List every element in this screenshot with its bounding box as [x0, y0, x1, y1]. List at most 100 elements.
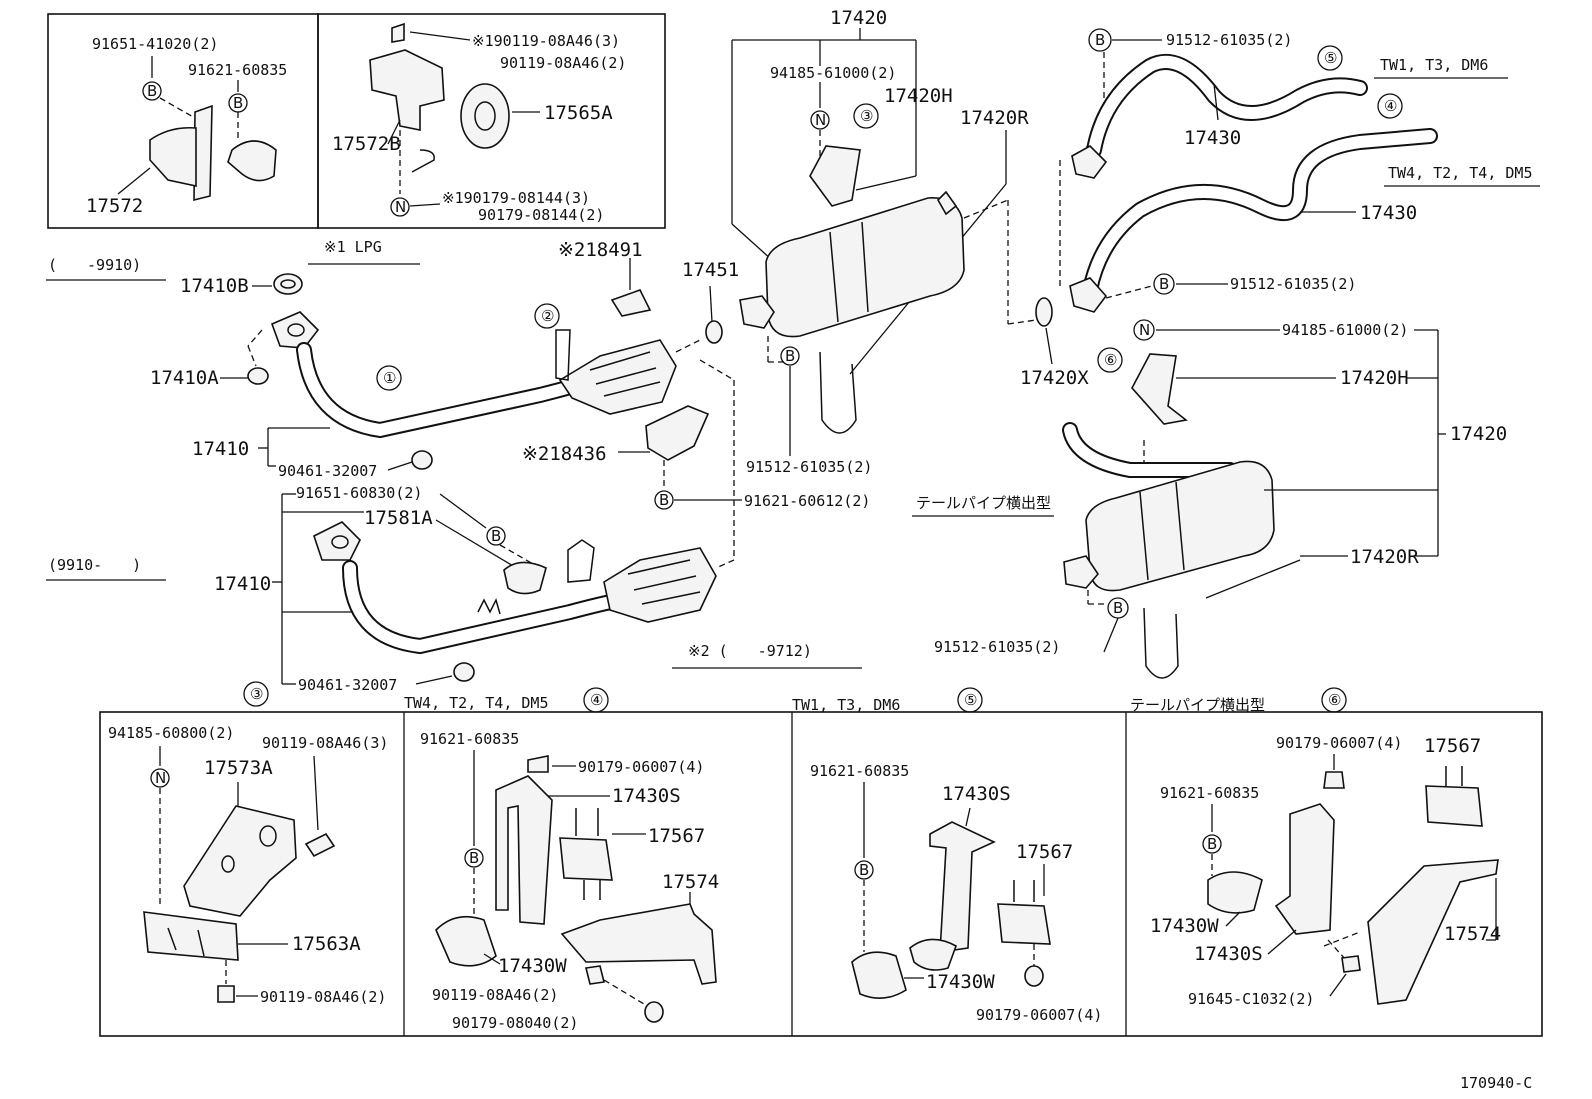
label-17430S-a: 17430S [612, 785, 681, 807]
bolt-symbol-letter: B [1095, 31, 1105, 49]
label-17420R-a: 17420R [960, 107, 1029, 129]
nut-symbol-letter: N [155, 769, 166, 787]
label-94185-60800: 94185-60800(2) [108, 724, 234, 742]
label-17567-a: 17567 [648, 825, 705, 847]
flange-icon [313, 521, 361, 561]
label-91651-41020: 91651-41020(2) [92, 35, 218, 53]
label-17420X: 17420X [1020, 367, 1089, 389]
variant-tw1-top: TW1, T3, DM6 [1380, 56, 1488, 74]
bracket-17573A [183, 805, 297, 917]
bolt-icon [304, 832, 336, 858]
label-17410-upper: 17410 [192, 438, 249, 460]
label-17420-right: 17420 [1450, 423, 1507, 445]
flange-icon [1069, 277, 1108, 313]
label-91645-C1032: 91645-C1032(2) [1188, 990, 1314, 1008]
label-91621-60835-a: 91621-60835 [188, 61, 287, 79]
label-17572B: 17572B [332, 133, 401, 155]
label-91651-60830: 91651-60830(2) [296, 484, 422, 502]
label-17430-b: 17430 [1360, 202, 1417, 224]
label-17572: 17572 [86, 195, 143, 217]
circle-6-b: ⑥ [1328, 691, 1341, 709]
bracket-17574-a [560, 903, 717, 985]
nut-icon [1323, 771, 1345, 789]
catalytic-converter-lower [603, 547, 717, 623]
nut-symbol-letter: N [1139, 321, 1150, 339]
bolt-symbol-letter: B [491, 527, 501, 545]
flange-icon [1063, 555, 1100, 589]
bolt-icon [585, 965, 605, 985]
label-17420-top: 17420 [830, 7, 887, 29]
note-lpg: ※1 LPG [324, 238, 382, 256]
label-90179-06007-c: 90179-06007(4) [1276, 734, 1402, 752]
bracket-17574-b [1367, 859, 1499, 1005]
mount-17567-c [1425, 785, 1483, 827]
note-star2: ※2 ( -9712) [688, 642, 812, 660]
circle-5-b: ⑤ [964, 691, 977, 709]
label-17430S-b: 17430S [942, 783, 1011, 805]
nut-icon [644, 1001, 664, 1023]
bolt-symbol-letter: B [785, 347, 795, 365]
mount-17567-a [559, 837, 613, 881]
label-90119-08A46-2-b: 90119-08A46(2) [260, 988, 386, 1006]
label-18491: ※218491 [558, 239, 643, 261]
flange-icon [739, 295, 775, 329]
circle-3-b: ③ [250, 685, 263, 703]
bracket-17572B [369, 49, 445, 131]
label-91512-61035-c: 91512-61035(2) [1230, 275, 1356, 293]
nut-symbol-letter: N [815, 111, 826, 129]
bolt-symbol-letter: B [659, 491, 669, 509]
label-17581A: 17581A [364, 507, 433, 529]
clamp-17581A [503, 561, 547, 595]
bottom-sections-box [99, 711, 1543, 1037]
bolt-symbol-letter: B [147, 82, 157, 100]
gasket-17410A [247, 367, 269, 385]
clamp-17430W-b [851, 951, 907, 999]
label-90119-08A46-3: 90119-08A46(3) [262, 734, 388, 752]
clamp-icon [227, 140, 277, 182]
bolt-icon [1341, 955, 1361, 973]
inset-box-right [317, 13, 666, 229]
label-17420R-b: 17420R [1350, 546, 1419, 568]
hanger-17420H [809, 145, 861, 207]
note-date-from-9910: (9910- ) [48, 556, 141, 574]
bracket-18491 [610, 289, 652, 317]
label-91512-61035-a: 91512-61035(2) [746, 458, 872, 476]
label-91512-61035-b: 91512-61035(2) [1166, 31, 1292, 49]
label-90119-08A46-3-star: ※190119-08A46(3) [472, 32, 620, 50]
bolt-symbol-letter: B [859, 861, 869, 879]
variant-tw4-top: TW4, T2, T4, DM5 [1388, 164, 1533, 182]
diagram-code: 170940-C [1460, 1074, 1532, 1092]
gasket-17410B [273, 273, 303, 295]
circle-6-a: ⑥ [1104, 351, 1117, 369]
plug-icon [411, 450, 433, 470]
bracket-17430S-a [495, 775, 553, 925]
label-17451: 17451 [682, 259, 739, 281]
label-17430W-b: 17430W [926, 971, 995, 993]
note-date-to-9910: ( -9910) [48, 256, 141, 274]
nut-symbol-letter: N [395, 198, 406, 216]
mount-17567-b [997, 903, 1051, 945]
label-94185-61000-a: 94185-61000(2) [770, 64, 896, 82]
plug-icon [453, 662, 475, 682]
label-90119-08A46-2-c: 90119-08A46(2) [432, 986, 558, 1004]
gasket-17420X [1035, 297, 1053, 327]
label-17430W-c: 17430W [1150, 915, 1219, 937]
label-17567-b: 17567 [1016, 841, 1073, 863]
label-90119-08A46-2: 90119-08A46(2) [500, 54, 626, 72]
label-17573A: 17573A [204, 757, 273, 779]
label-17574-b: 17574 [1444, 923, 1501, 945]
clamp-17430W-c [1207, 871, 1263, 914]
circle-4: ④ [1384, 97, 1397, 115]
label-18436: ※218436 [522, 443, 607, 465]
label-17574-a: 17574 [662, 871, 719, 893]
nut-icon [527, 755, 549, 773]
bolt-symbol-letter: B [233, 94, 243, 112]
variant-tw1-bottom: TW1, T3, DM6 [792, 696, 900, 714]
label-17430-a: 17430 [1184, 127, 1241, 149]
rubber-mount-17565A [460, 83, 510, 149]
flange-icon [270, 311, 320, 349]
clamp-17430W-a [435, 915, 497, 967]
nut-icon [1024, 965, 1044, 987]
